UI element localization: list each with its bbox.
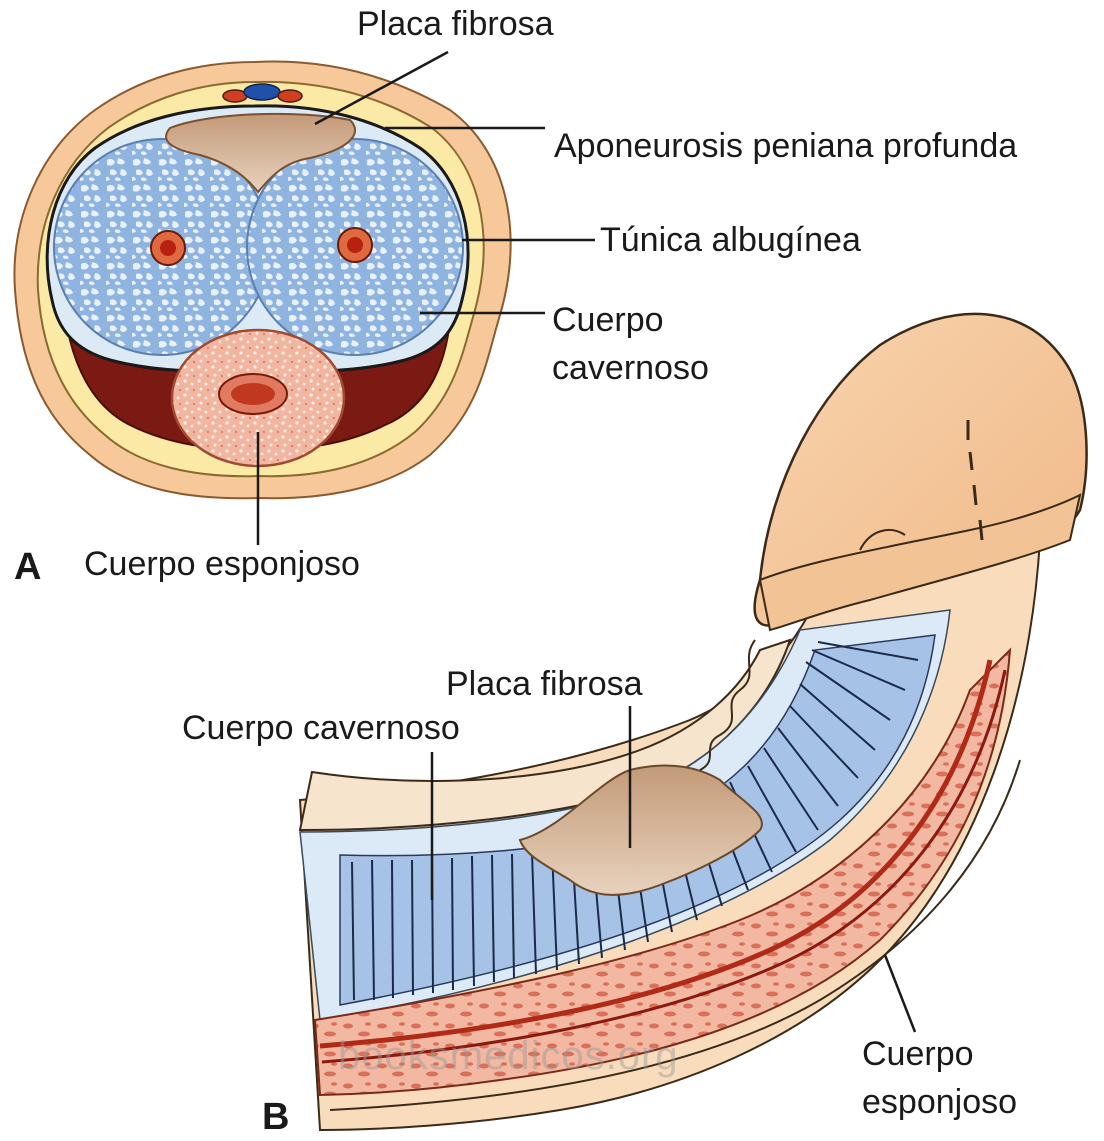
panel-letter-b: B: [262, 1096, 289, 1139]
label-aponeurosis: Aponeurosis peniana profunda: [554, 126, 1017, 167]
label-cuerpo-cavernoso-a-1: Cuerpo: [552, 300, 664, 341]
watermark: booksmedicos.org: [338, 1034, 679, 1079]
right-cavernous-artery: [338, 228, 372, 262]
urethra: [219, 374, 287, 414]
label-cuerpo-esponjoso-b-2: esponjoso: [862, 1082, 1017, 1123]
label-cuerpo-esponjoso-a: Cuerpo esponjoso: [84, 544, 360, 585]
left-cavernous-artery: [151, 231, 185, 265]
panel-letter-a: A: [14, 546, 41, 589]
label-placa-fibrosa-b: Placa fibrosa: [446, 664, 643, 705]
label-cuerpo-cavernoso-a-2: cavernoso: [552, 348, 709, 389]
label-cuerpo-esponjoso-b-1: Cuerpo: [862, 1034, 974, 1075]
label-cuerpo-cavernoso-b: Cuerpo cavernoso: [182, 708, 460, 749]
leader-cuerpo-esponjoso-b: [885, 955, 915, 1032]
label-placa-fibrosa-a: Placa fibrosa: [357, 4, 554, 45]
label-tunica-albuginea: Túnica albugínea: [600, 220, 861, 261]
cross-section-figure: [14, 52, 595, 545]
